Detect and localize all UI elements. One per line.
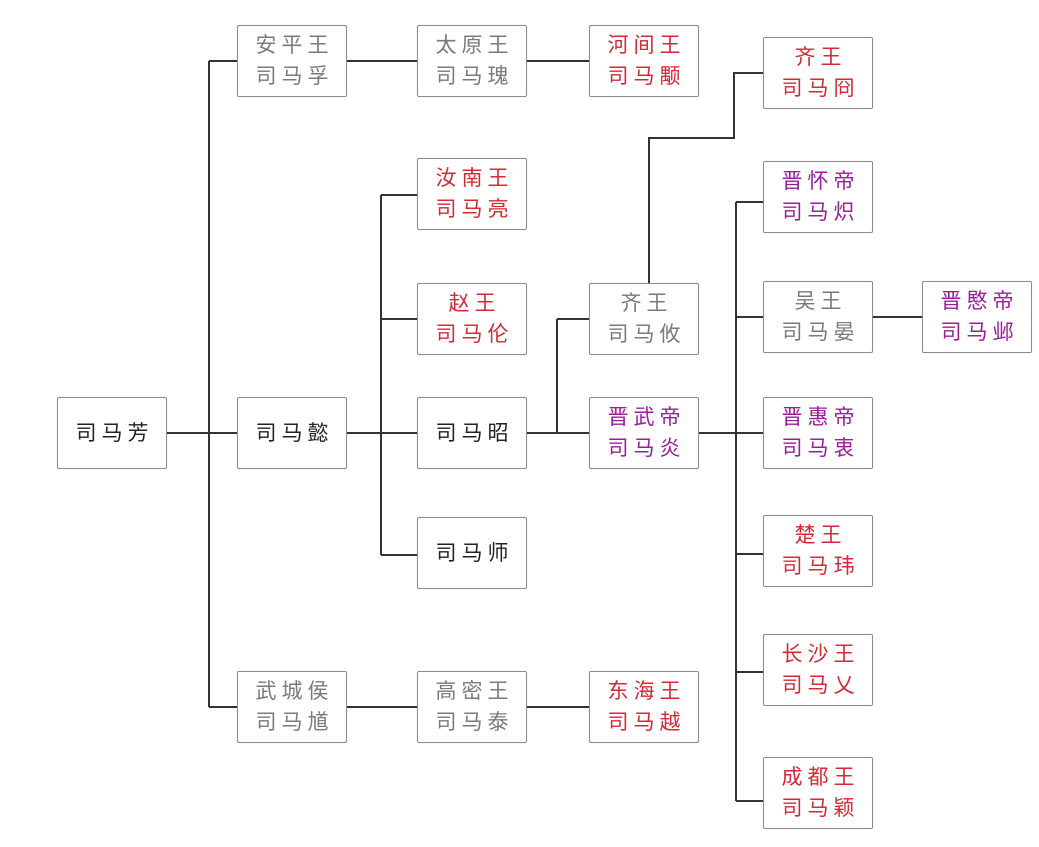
node-name: 司马颙 (607, 64, 686, 88)
node-title: 晋怀帝 (781, 169, 860, 193)
node-name: 司马攸 (607, 322, 686, 346)
node-title: 长沙王 (781, 642, 860, 666)
node-name: 司马邺 (940, 320, 1019, 344)
node-sima-ai: 长沙王 司马乂 (763, 634, 873, 706)
node-name: 司马瑰 (435, 64, 514, 88)
node-name: 司马炽 (781, 200, 860, 224)
node-title: 东海王 (607, 679, 686, 703)
node-sima-yi: 司马懿 (237, 397, 347, 469)
node-name: 司马泰 (435, 710, 514, 734)
node-sima-tai: 高密王 司马泰 (417, 671, 527, 743)
node-title: 晋愍帝 (940, 289, 1019, 313)
node-name: 司马冏 (781, 76, 860, 100)
node-title: 齐王 (794, 45, 847, 69)
node-name: 司马懿 (255, 420, 334, 445)
node-name: 司马昭 (435, 420, 514, 445)
node-sima-ying: 成都王 司马颖 (763, 757, 873, 829)
node-sima-liang: 汝南王 司马亮 (417, 158, 527, 230)
node-title: 赵王 (448, 291, 501, 315)
node-sima-jiong: 齐王 司马冏 (763, 37, 873, 109)
node-sima-yan: 晋武帝 司马炎 (589, 397, 699, 469)
node-title: 楚王 (794, 523, 847, 547)
node-sima-wei: 楚王 司马玮 (763, 515, 873, 587)
node-title: 太原王 (435, 33, 514, 57)
node-name: 司马越 (607, 710, 686, 734)
node-title: 晋惠帝 (781, 405, 860, 429)
node-name: 司马亮 (435, 197, 514, 221)
node-sima-shi: 司马师 (417, 517, 527, 589)
node-name: 司马晏 (781, 320, 860, 344)
node-sima-yong: 河间王 司马颙 (589, 25, 699, 97)
node-title: 晋武帝 (607, 405, 686, 429)
node-sima-lun: 赵王 司马伦 (417, 283, 527, 355)
node-sima-yan-wu: 吴王 司马晏 (763, 281, 873, 353)
node-name: 司马馗 (255, 710, 334, 734)
node-name: 司马孚 (255, 64, 334, 88)
edge-you-jiong (648, 72, 763, 283)
node-sima-yue: 东海王 司马越 (589, 671, 699, 743)
node-sima-zhong: 晋惠帝 司马衷 (763, 397, 873, 469)
node-sima-zhao: 司马昭 (417, 397, 527, 469)
node-title: 吴王 (794, 289, 847, 313)
node-sima-you: 齐王 司马攸 (589, 283, 699, 355)
node-title: 成都王 (781, 765, 860, 789)
node-sima-chi: 晋怀帝 司马炽 (763, 161, 873, 233)
node-sima-fu: 安平王 司马孚 (237, 25, 347, 97)
node-name: 司马伦 (435, 322, 514, 346)
node-title: 高密王 (435, 679, 514, 703)
node-title: 齐王 (620, 291, 673, 315)
node-sima-fang: 司马芳 (57, 397, 167, 469)
node-name: 司马衷 (781, 436, 860, 460)
node-name: 司马芳 (75, 420, 154, 445)
node-sima-ye: 晋愍帝 司马邺 (922, 281, 1032, 353)
node-name: 司马玮 (781, 554, 860, 578)
node-sima-gui: 太原王 司马瑰 (417, 25, 527, 97)
node-name: 司马师 (435, 540, 514, 565)
node-name: 司马颖 (781, 796, 860, 820)
node-title: 安平王 (255, 33, 334, 57)
node-title: 河间王 (607, 33, 686, 57)
node-name: 司马乂 (781, 673, 860, 697)
node-title: 汝南王 (435, 166, 514, 190)
node-name: 司马炎 (607, 436, 686, 460)
node-title: 武城侯 (255, 679, 334, 703)
node-sima-kui: 武城侯 司马馗 (237, 671, 347, 743)
